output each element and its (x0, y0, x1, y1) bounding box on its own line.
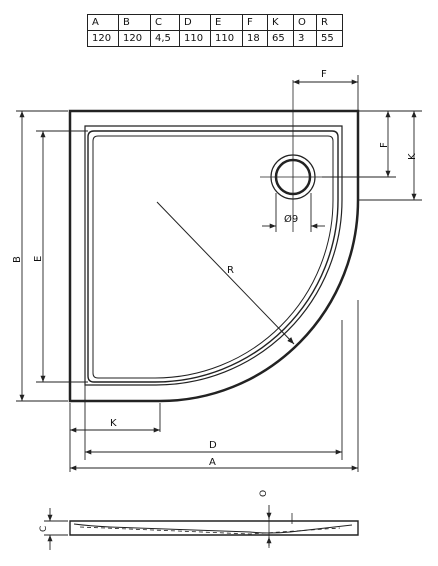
value-cell-r: 55 (316, 30, 343, 47)
drain-outlet (260, 80, 328, 232)
drain-diameter-dimension (262, 193, 325, 232)
value-cell-d: 110 (179, 30, 211, 47)
tray-outer-edge (68, 109, 360, 403)
dimension-k-bottom-label: K (110, 418, 117, 429)
tray-basin-outer (87, 130, 339, 383)
dimension-k-right (358, 110, 422, 201)
dimension-f-top-label: F (321, 69, 327, 80)
dimension-a-label: A (209, 457, 216, 468)
dimension-k-right-label: K (407, 153, 418, 160)
dimension-d (84, 320, 343, 460)
dimension-a (70, 300, 359, 472)
section-basin-profile-inner (79, 526, 341, 535)
value-cell-c: 4,5 (150, 30, 180, 47)
dimension-b-label: B (12, 256, 23, 263)
dimension-e (36, 130, 88, 383)
tray-plan-view (68, 109, 360, 403)
section-basin-profile (73, 523, 353, 534)
dimension-b (16, 110, 68, 402)
dimensions-table: A B C D E F K O R 120 120 4,5 110 110 18… (87, 14, 343, 47)
dimension-f-right-label: F (379, 142, 390, 148)
radius-label: R (227, 265, 234, 276)
drain-diameter-label: Ø9 (284, 213, 298, 225)
radius-dimension-line (156, 201, 295, 345)
dimension-c-label: C (39, 526, 49, 532)
section-outline (69, 520, 359, 536)
dimension-o-label: O (259, 490, 269, 497)
tray-basin-inner (92, 135, 334, 379)
dimension-c (44, 508, 68, 550)
tray-side-section (69, 512, 359, 548)
dimension-d-label: D (209, 440, 217, 451)
dimension-e-label: E (33, 256, 44, 262)
tray-rim-line (84, 125, 343, 386)
dimension-f-top (293, 75, 359, 110)
dimension-k-bottom (69, 403, 161, 472)
value-cell-f: 18 (242, 30, 268, 47)
dimensions-value-row: 120 120 4,5 110 110 18 65 3 55 (87, 30, 343, 47)
dimensions-header-row: A B C D E F K O R (87, 14, 343, 31)
